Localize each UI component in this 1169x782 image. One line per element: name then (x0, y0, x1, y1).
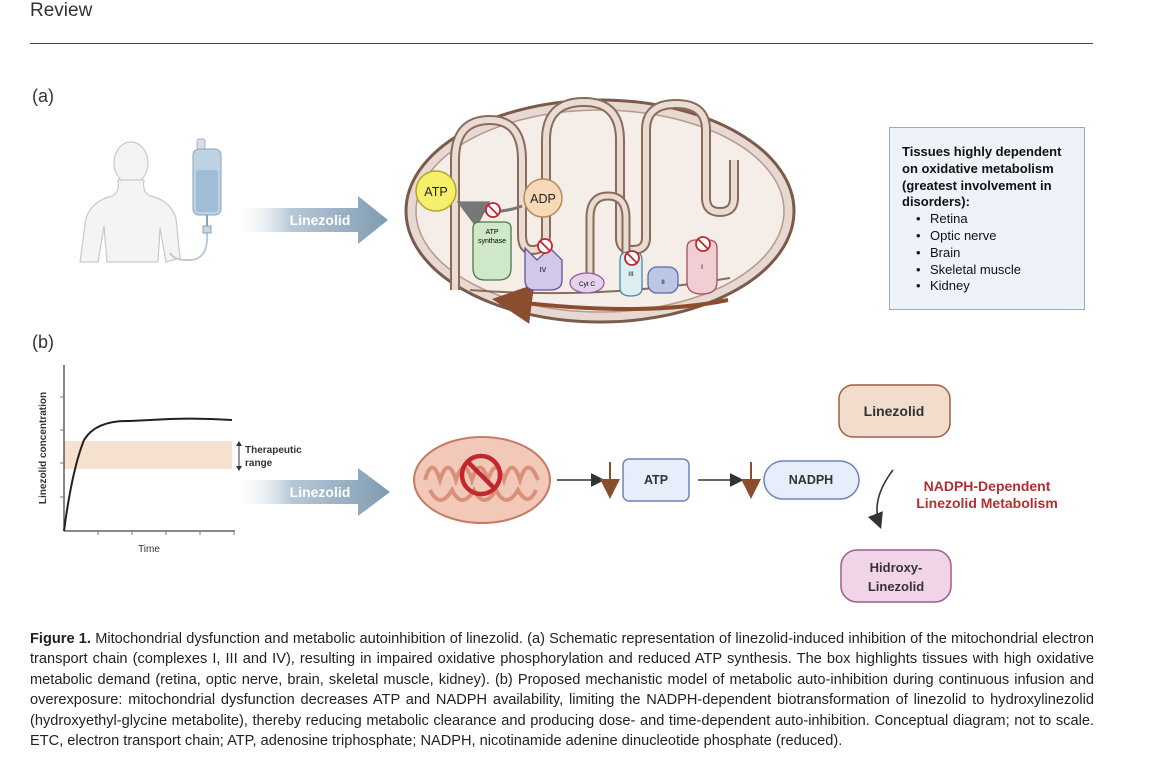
inhibition-icon (485, 202, 711, 266)
complex-ii-label: II (661, 279, 665, 286)
figure-caption: Figure 1. Mitochondrial dysfunction and … (30, 629, 1094, 751)
therapeutic-range-band (64, 441, 232, 469)
metabolism-arrow (867, 469, 894, 529)
atp-synthase-label-1: ATP (485, 229, 498, 236)
tissues-box-title-2: on oxidative metabolism (902, 160, 1054, 176)
iv-bag-icon (169, 138, 222, 261)
cyt-c-label: Cyt C (579, 281, 596, 288)
tissue-item: Skeletal muscle (916, 262, 1074, 279)
hydroxylinezolid-box (840, 549, 952, 603)
patient-icon (79, 141, 181, 263)
complex-iv-label: IV (540, 267, 547, 274)
concentration-time-plot: Linezolid concentration Time Therapeutic… (38, 365, 302, 555)
atp-synthase-label-2: synthase (478, 238, 506, 245)
tissue-item: Brain (916, 245, 1074, 262)
y-axis-label: Linezolid concentration (38, 392, 49, 504)
complex-i-label: I (701, 264, 703, 271)
linezolid-arrow-b-label: Linezolid (290, 484, 351, 500)
linezolid-box (838, 384, 951, 438)
complex-iii-label: III (628, 271, 634, 278)
linezolid-box-label: Linezolid (864, 403, 925, 419)
header-divider (30, 43, 1093, 44)
atp-molecule-label: ATP (424, 185, 447, 199)
linezolid-arrow-b: Linezolid (238, 468, 390, 516)
tissue-item: Optic nerve (916, 228, 1074, 245)
tissue-item: Kidney (916, 278, 1074, 295)
metabolism-label-2: Linezolid Metabolism (916, 495, 1058, 511)
atp-box-label: ATP (644, 473, 668, 487)
linezolid-arrow-a: Linezolid (238, 196, 388, 244)
figure-caption-text: Mitochondrial dysfunction and metabolic … (30, 631, 1094, 750)
panel-b-label: (b) (32, 332, 54, 352)
atp-box (622, 458, 690, 502)
hydroxylinezolid-label-2: Linezolid (868, 579, 924, 594)
nadph-box-label: NADPH (789, 473, 833, 487)
tissues-list: Retina Optic nerve Brain Skeletal muscle… (902, 211, 1074, 295)
adp-molecule-label: ADP (530, 192, 556, 206)
metabolism-label-1: NADPH-Dependent (924, 478, 1051, 494)
nadph-box (763, 460, 860, 500)
therapeutic-range-label-1: Therapeutic (245, 445, 302, 456)
tissue-item: Retina (916, 211, 1074, 228)
x-axis-label: Time (138, 544, 160, 555)
figure-caption-label: Figure 1. (30, 631, 91, 647)
tissues-box-title-3: (greatest involvement in (902, 177, 1052, 193)
tissues-box: Tissues highly dependent on oxidative me… (889, 127, 1085, 310)
linezolid-arrow-a-label: Linezolid (290, 212, 351, 228)
journal-section-label: Review (30, 0, 93, 21)
inhibited-mitochondrion-icon (413, 436, 551, 524)
tissues-box-title-1: Tissues highly dependent (902, 144, 1062, 159)
hydroxylinezolid-label-1: Hidroxy- (870, 560, 923, 575)
panel-a-label: (a) (32, 86, 54, 106)
concentration-curve (63, 417, 233, 532)
tissues-box-title-4: disorders): (902, 194, 970, 210)
mitochondrion-diagram: ATP ADP ATP synthase IV Cyt C III II I (404, 97, 796, 324)
therapeutic-range-label-2: range (245, 458, 273, 469)
